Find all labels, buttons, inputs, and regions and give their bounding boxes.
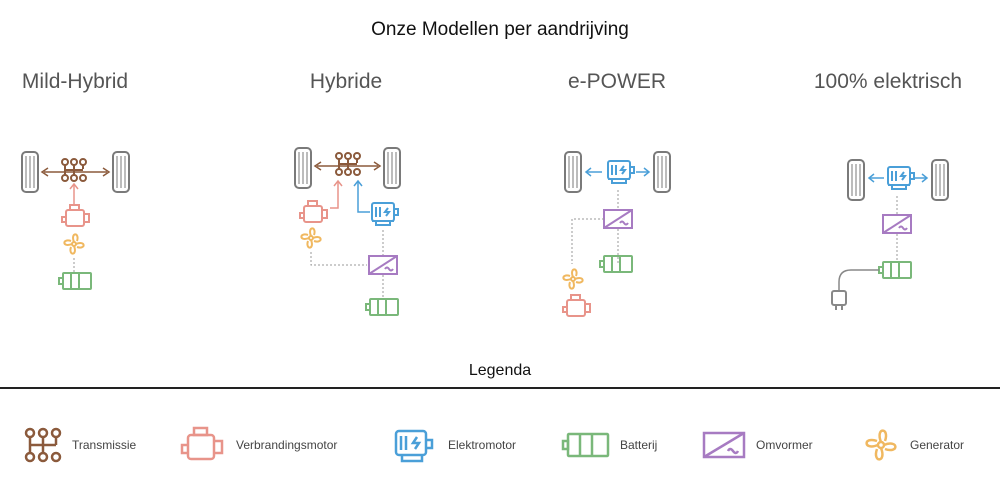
- combustion-engine-icon: [299, 200, 328, 223]
- drivetrain-diagrams: [21, 147, 949, 317]
- tyre-icon: [112, 151, 130, 193]
- column-title-e-power: e-POWER: [567, 70, 666, 93]
- electric-motor-icon: [371, 202, 399, 226]
- inverter-icon: [702, 431, 746, 459]
- tyre-icon: [294, 147, 312, 189]
- column-title-hybride: Hybride: [309, 70, 383, 93]
- tyre-icon: [21, 151, 39, 193]
- mild-hybrid-diagram: [21, 151, 130, 290]
- generator-icon: [63, 233, 85, 255]
- transmission-icon: [24, 427, 62, 463]
- battery-icon: [561, 432, 610, 458]
- tyre-icon: [931, 159, 949, 201]
- legend-label: Elektromotor: [448, 438, 517, 452]
- combustion-engine-icon: [61, 204, 90, 227]
- battery-icon: [599, 255, 633, 273]
- tyre-icon: [564, 151, 582, 193]
- combustion-engine-icon: [562, 294, 591, 317]
- legend-item-transmissie: Transmissie: [22, 420, 136, 470]
- battery-icon: [365, 298, 399, 316]
- generator-icon: [300, 227, 322, 249]
- legend-label: Transmissie: [72, 438, 137, 452]
- legend-item-batterij: Batterij: [560, 420, 657, 470]
- tyre-icon: [383, 147, 401, 189]
- elektrisch-diagram: [831, 159, 949, 311]
- electric-motor-icon: [607, 160, 635, 184]
- legend-divider: [0, 387, 1000, 389]
- e-power-diagram: [562, 151, 671, 317]
- electric-motor-icon: [887, 166, 915, 190]
- column-title-elektrisch: 100% elektrisch: [813, 70, 963, 93]
- legend-item-generator: Generator: [860, 420, 964, 470]
- plug-icon: [831, 290, 847, 311]
- inverter-icon: [368, 255, 398, 275]
- tyre-icon: [653, 151, 671, 193]
- legend-label: Batterij: [620, 438, 658, 452]
- column-title-mild-hybrid: Mild-Hybrid: [21, 70, 129, 93]
- inverter-icon: [603, 209, 633, 229]
- battery-icon: [58, 272, 92, 290]
- combustion-engine-icon: [180, 426, 224, 461]
- legend-label: Verbrandingsmotor: [236, 438, 338, 452]
- inverter-icon: [882, 214, 912, 234]
- tyre-icon: [847, 159, 865, 201]
- hybride-diagram: [294, 147, 401, 316]
- generator-icon: [865, 429, 897, 461]
- transmission-icon: [61, 158, 87, 182]
- legend-item-elektromotor: Elektromotor: [388, 420, 516, 470]
- legend-item-omvormer: Omvormer: [700, 420, 813, 470]
- legend-label: Generator: [910, 438, 965, 452]
- legend-label: Omvormer: [756, 438, 813, 452]
- electric-motor-icon: [394, 429, 434, 463]
- battery-icon: [878, 261, 912, 279]
- legend-item-verbrandingsmotor: Verbrandingsmotor: [176, 420, 337, 470]
- page-title: Onze Modellen per aandrijving: [371, 19, 629, 40]
- generator-icon: [562, 268, 584, 290]
- legend-heading: Legenda: [468, 362, 532, 379]
- transmission-icon: [335, 152, 361, 176]
